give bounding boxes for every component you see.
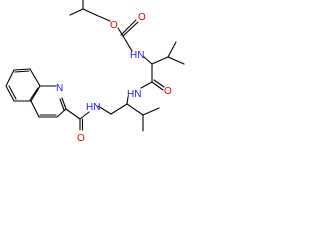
bond xyxy=(30,85,41,102)
bond xyxy=(110,103,128,115)
bond xyxy=(29,87,39,101)
oxygen-atom-label: O xyxy=(77,133,85,144)
nh-atom-label: HN xyxy=(127,89,141,100)
bond xyxy=(97,105,112,115)
bond xyxy=(167,41,177,58)
nh-atom-label: HN xyxy=(86,102,100,113)
label-layer: O O HN HN O N HN O xyxy=(56,12,172,144)
bond xyxy=(8,85,17,100)
bond xyxy=(14,70,30,73)
bond xyxy=(153,79,165,88)
chemical-structure: O O HN HN O N HN O xyxy=(5,0,185,144)
oxygen-atom-label: O xyxy=(110,20,118,31)
bond xyxy=(151,81,164,91)
bond xyxy=(151,56,169,65)
bond xyxy=(13,68,31,71)
bond xyxy=(140,81,153,89)
bond xyxy=(122,35,133,52)
bond xyxy=(126,103,144,116)
bond xyxy=(95,14,111,22)
bond xyxy=(167,56,185,65)
bond xyxy=(69,8,84,16)
bond xyxy=(122,21,139,37)
bond xyxy=(29,68,41,87)
bond xyxy=(142,107,160,116)
bond xyxy=(126,96,129,105)
bond xyxy=(59,98,65,111)
bond xyxy=(117,27,124,37)
bond-layer xyxy=(5,0,185,132)
bond xyxy=(82,8,97,16)
bond xyxy=(61,97,67,110)
bond xyxy=(5,69,15,87)
bond xyxy=(56,108,67,118)
oxygen-atom-label: O xyxy=(138,12,146,23)
bond xyxy=(30,100,40,118)
oxygen-atom-label: O xyxy=(164,86,172,97)
bond xyxy=(65,108,81,120)
nh-atom-label: HN xyxy=(130,50,144,61)
nitrogen-atom-label: N xyxy=(56,83,63,94)
bond xyxy=(143,56,153,65)
bond xyxy=(120,19,137,36)
bond xyxy=(5,85,15,102)
bond xyxy=(79,111,90,120)
